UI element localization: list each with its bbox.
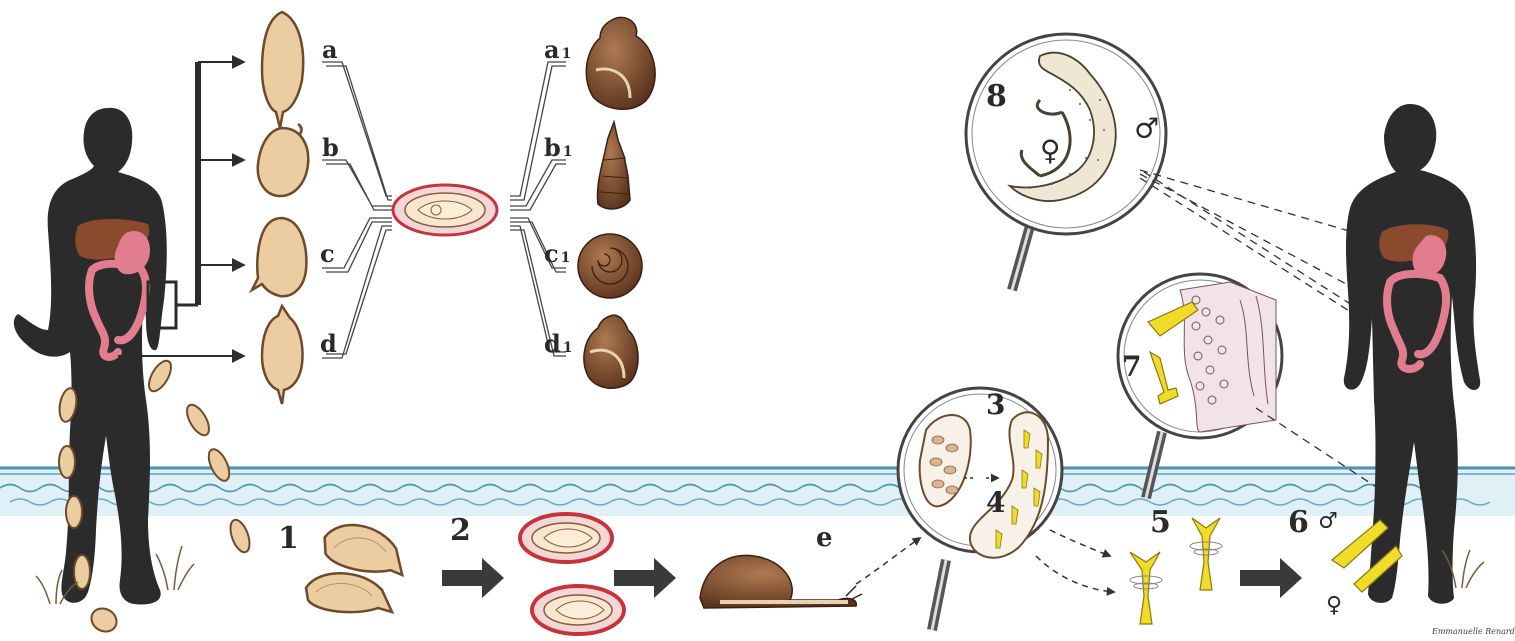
egg-label-a: a: [322, 35, 338, 64]
left-plants: [36, 546, 194, 604]
stage-1-eggs: [306, 523, 405, 612]
central-miracidium-egg: [393, 185, 497, 235]
stage-number-5: 5: [1150, 505, 1171, 540]
stage-number-4: 4: [986, 486, 1005, 519]
egg-b: [258, 124, 309, 196]
magnifier-adult-worms: [966, 34, 1166, 290]
stage-number-1: 1: [278, 521, 299, 556]
flow-arrow-2: [614, 558, 676, 598]
dashed-arrow-to-cercaria-1: [1050, 530, 1110, 556]
stage-number-2: 2: [450, 513, 471, 548]
dashed-arrow-to-cercaria-2: [1036, 556, 1114, 592]
stage-number-7: 7: [1122, 350, 1141, 383]
snail-b1: [597, 122, 630, 209]
stage-5-cercariae: [1130, 518, 1220, 624]
egg-a: [262, 12, 303, 128]
egg-types-column: [252, 12, 308, 404]
male-symbol-8: ♂: [1134, 112, 1159, 145]
female-symbol-6: ♀: [1326, 592, 1342, 618]
right-human-host: [1332, 104, 1484, 604]
stage-number-6: 6: [1288, 505, 1309, 540]
snail-species-column: [578, 17, 655, 388]
egg-label-c: c: [320, 239, 335, 268]
magnifier-skin-penetration: [1118, 274, 1282, 498]
snail-a1: [586, 17, 655, 109]
snail-label-e: e: [816, 523, 833, 553]
egg-letter-labels: a b c d: [320, 35, 339, 358]
egg-connector-lines: [322, 62, 392, 358]
egg-c: [252, 218, 306, 296]
stage-snail-host: [700, 555, 862, 608]
male-symbol-6: ♂: [1318, 508, 1338, 534]
stage-number-3: 3: [986, 388, 1005, 421]
snail-connector-lines: [510, 62, 566, 356]
egg-d: [262, 306, 303, 404]
flow-arrow-3: [1240, 558, 1302, 598]
egg-label-b: b: [322, 133, 339, 162]
right-human-silhouette: [1344, 104, 1480, 604]
female-symbol-8: ♀: [1040, 134, 1060, 167]
magnifier-sporocysts: [898, 388, 1062, 630]
stage-number-8: 8: [986, 79, 1007, 114]
flow-arrow-1: [442, 558, 504, 598]
left-human-host: [14, 62, 253, 636]
dashed-arrow-to-sporocyst: [856, 538, 920, 584]
stage-2-miracidia: [520, 514, 624, 634]
snail-c1: [578, 234, 642, 298]
artist-credit: Emmanuelle Renard: [1431, 627, 1515, 636]
